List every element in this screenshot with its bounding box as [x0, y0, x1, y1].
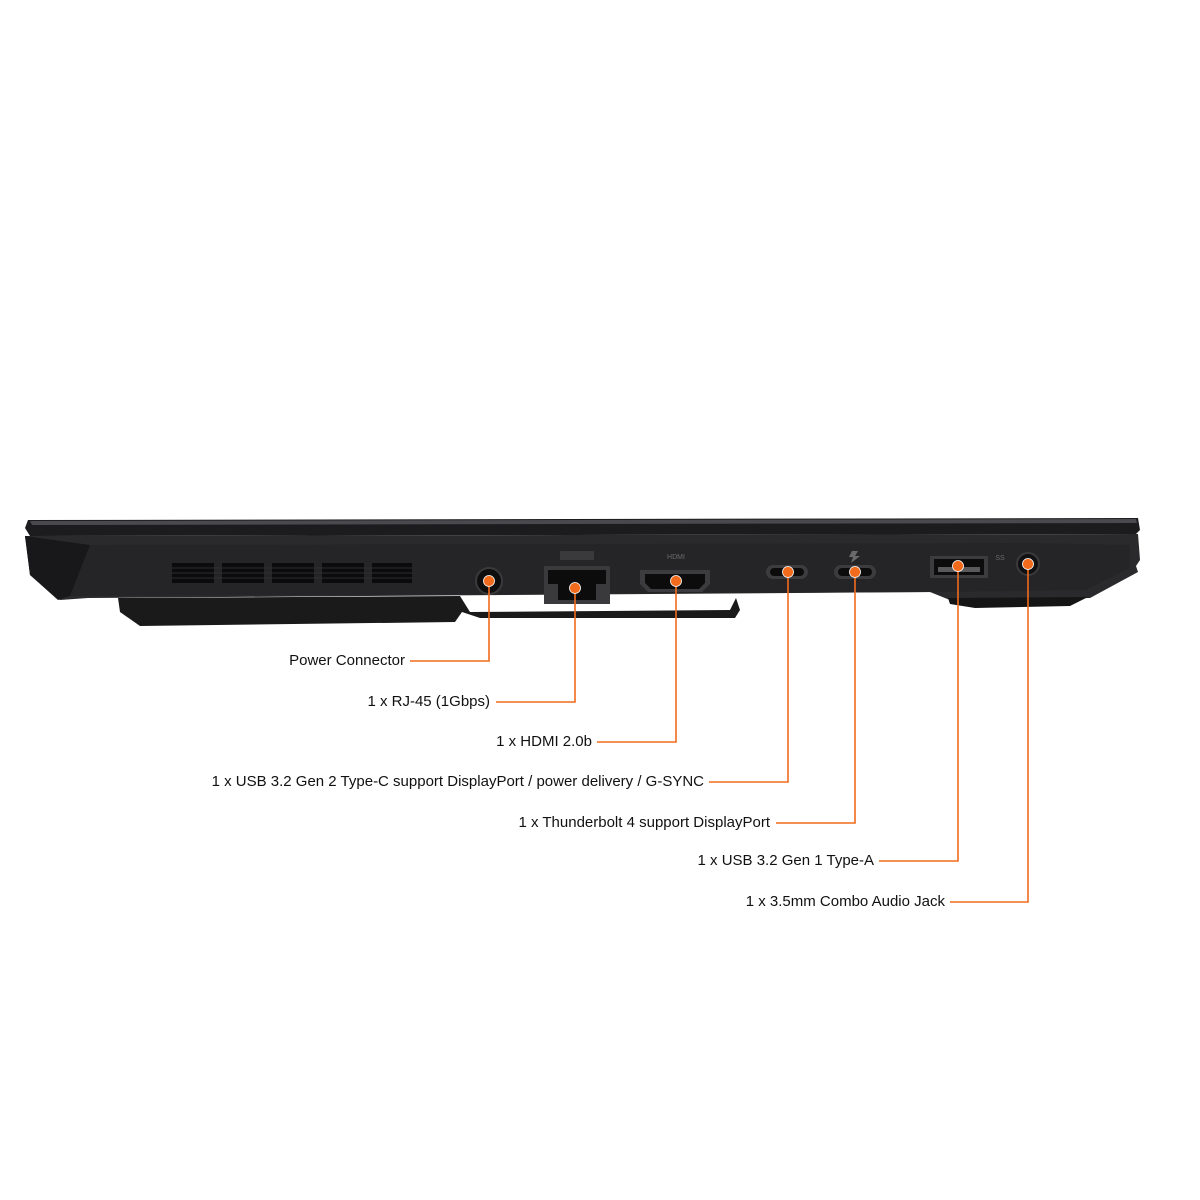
callout-marker-power — [483, 575, 495, 587]
callout-line-audio — [950, 564, 1029, 903]
laptop-bottom-left — [118, 596, 740, 626]
callout-marker-rj45 — [569, 582, 581, 594]
callout-line-tb4 — [776, 572, 856, 824]
callout-marker-hdmi — [670, 575, 682, 587]
hdmi-marking: HDMI — [667, 554, 685, 561]
callout-line-usbc — [709, 572, 789, 783]
usba-marking: SS — [995, 555, 1005, 562]
callout-line-usba — [879, 566, 959, 862]
callout-line-power — [410, 581, 490, 662]
callout-line-hdmi — [597, 581, 677, 743]
callout-line-rj45 — [496, 588, 576, 703]
laptop-bottom-right — [948, 597, 1088, 608]
callout-lines — [410, 558, 1034, 903]
laptop-front-corner — [25, 536, 90, 600]
callout-marker-tb4 — [849, 566, 861, 578]
callout-marker-usba — [952, 560, 964, 572]
laptop-lid-highlight — [30, 519, 1137, 525]
callout-marker-audio — [1022, 558, 1034, 570]
callout-marker-usbc — [782, 566, 794, 578]
